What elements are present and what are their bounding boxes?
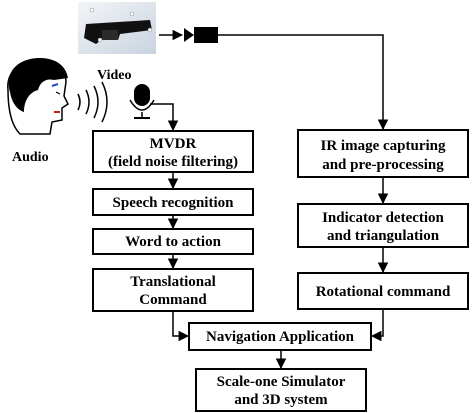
word-to-action-box: Word to action [92,228,254,255]
rotational-command-label: Rotational command [316,284,451,300]
translational-command-box: Translational Command [92,268,254,312]
ir-capture-line2: and pre-processing [322,157,444,173]
ir-glasses-photo [78,2,156,54]
simulator-line2: and 3D system [234,392,328,408]
indicator-line2: and triangulation [327,228,440,244]
microphone-icon [129,84,155,119]
mvdr-box: MVDR (field noise filtering) [92,130,254,173]
translational-line2: Command [139,292,207,308]
mvdr-title: MVDR [150,136,197,152]
sound-waves-icon [77,81,108,123]
rotational-command-box: Rotational command [297,272,469,310]
person-head-icon [7,58,69,135]
connectors [150,29,389,370]
navigation-application-label: Navigation Application [206,329,355,345]
video-camera-icon [184,27,218,43]
simulator-box: Scale-one Simulator and 3D system [195,368,367,412]
video-label: Video [97,68,131,83]
ir-capture-line1: IR image capturing [321,138,446,154]
speech-recognition-box: Speech recognition [92,188,254,216]
audio-label: Audio [12,150,49,165]
ir-capture-box: IR image capturing and pre-processing [297,129,469,178]
simulator-line1: Scale-one Simulator [217,374,346,390]
indicator-detection-box: Indicator detection and triangulation [297,203,469,248]
word-to-action-label: Word to action [125,234,221,250]
navigation-application-box: Navigation Application [188,322,372,351]
indicator-line1: Indicator detection [322,210,444,226]
mvdr-subtitle: (field noise filtering) [108,154,238,170]
speech-recognition-label: Speech recognition [113,195,235,211]
translational-line1: Translational [130,274,216,290]
